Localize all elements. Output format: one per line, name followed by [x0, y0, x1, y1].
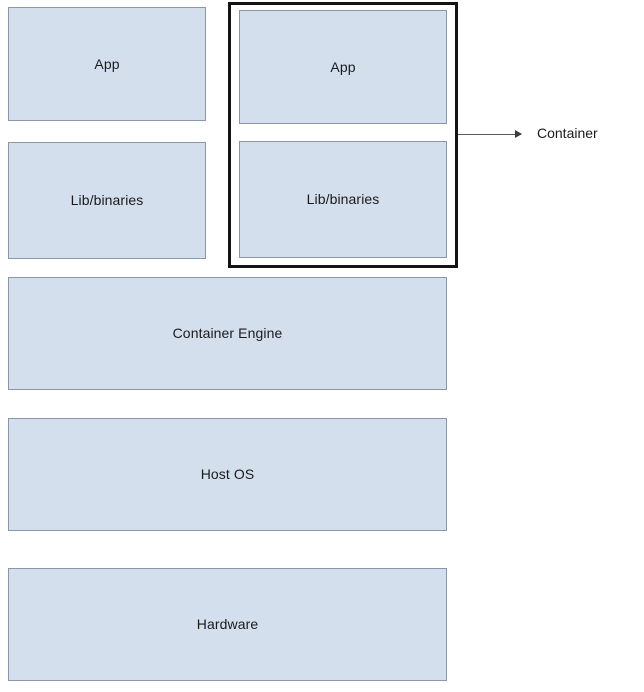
container-annotation-line — [458, 134, 521, 135]
node-app-left-label: App — [94, 55, 120, 72]
node-hardware-label: Hardware — [196, 616, 259, 633]
node-host-os-label: Host OS — [200, 466, 255, 483]
container-annotation-label: Container — [537, 125, 598, 141]
node-host-os[interactable]: Host OS — [8, 418, 447, 531]
node-lib-left-label: Lib/binaries — [70, 192, 144, 209]
node-lib-right-label: Lib/binaries — [306, 191, 380, 208]
node-app-right[interactable]: App — [239, 10, 447, 124]
node-container-engine-label: Container Engine — [172, 325, 283, 342]
node-lib-right[interactable]: Lib/binaries — [239, 141, 447, 258]
container-annotation-arrowhead — [515, 130, 522, 138]
node-app-right-label: App — [330, 58, 356, 75]
node-lib-left[interactable]: Lib/binaries — [8, 142, 206, 259]
node-hardware[interactable]: Hardware — [8, 568, 447, 681]
node-container-engine[interactable]: Container Engine — [8, 277, 447, 390]
node-app-left[interactable]: App — [8, 7, 206, 121]
